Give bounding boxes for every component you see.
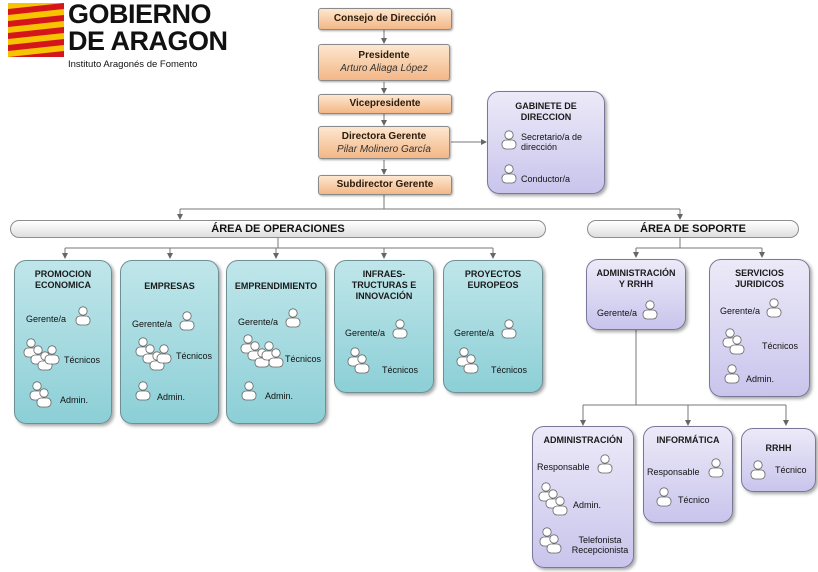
role-telefonista: Telefonista Recepcionista — [571, 535, 629, 555]
role-admin: Admin. — [60, 395, 89, 405]
person-icon — [501, 130, 517, 150]
person-icon — [642, 300, 658, 320]
role-gerente: Gerente/a — [720, 306, 761, 316]
person-group-icon — [354, 354, 370, 374]
person-icon — [241, 381, 257, 401]
person-group-icon — [44, 345, 60, 365]
logo-line-2: DE ARAGON — [68, 26, 228, 56]
person-icon — [135, 381, 151, 401]
person-group-icon — [546, 534, 562, 554]
person-group-icon — [463, 354, 479, 374]
role-admin: Admin. — [746, 374, 775, 384]
person-icon — [75, 306, 91, 326]
presidente-label: Presidente — [358, 50, 410, 61]
person-icon — [766, 298, 782, 318]
directora-name: Pilar Molinero García — [337, 144, 431, 155]
area-soporte-label: ÁREA DE SOPORTE — [640, 223, 746, 235]
dept-title: ADMINISTRACIÓN Y RRHH — [596, 268, 676, 289]
person-icon — [708, 458, 724, 478]
person-icon — [597, 454, 613, 474]
role-tecnicos: Técnicos — [382, 365, 419, 375]
role-admin: Admin. — [265, 391, 294, 401]
dept-title: ADMINISTRACIÓN — [543, 435, 623, 445]
gabinete-role-secretario: Secretario/a de dirección — [521, 132, 583, 152]
aragon-flag-icon — [8, 3, 64, 57]
role-tecnicos: Técnicos — [176, 351, 213, 361]
role-gerente: Gerente/a — [132, 319, 173, 329]
dept-title: RRHH — [765, 443, 792, 453]
dept-title: PROMOCION ECONOMICA — [34, 269, 92, 290]
dept-empresas: EMPRESAS Gerente/a Técnicos Admin. — [120, 260, 219, 424]
role-tecnicos: Técnicos — [491, 365, 528, 375]
person-group-icon — [552, 496, 568, 516]
role-gerente: Gerente/a — [597, 308, 638, 318]
person-icon — [501, 319, 517, 339]
logo-subtitle: Instituto Aragonés de Fomento — [68, 59, 198, 70]
dept-title: INFRAES-TRUCTURAS E INNOVACIÓN — [351, 269, 417, 301]
dept-infraestructuras-innovacion: INFRAES-TRUCTURAS E INNOVACIÓN Gerente/a… — [334, 260, 434, 393]
directora-box: Directora Gerente Pilar Molinero García — [318, 126, 450, 159]
gabinete-title: GABINETE DE DIRECCION — [515, 101, 577, 122]
logo-line-1: GOBIERNO — [68, 0, 212, 29]
presidente-box: Presidente Arturo Aliaga López — [318, 44, 450, 81]
gabinete-role-conductor: Conductor/a — [521, 174, 571, 184]
role-responsable: Responsable — [647, 467, 700, 477]
dept-title: EMPRESAS — [144, 281, 195, 291]
person-group-icon — [156, 344, 172, 364]
role-gerente: Gerente/a — [345, 328, 386, 338]
person-icon — [656, 487, 672, 507]
person-icon — [501, 164, 517, 184]
consejo-label: Consejo de Dirección — [333, 13, 437, 24]
dept-administracion-rrhh: ADMINISTRACIÓN Y RRHH Gerente/a — [586, 259, 686, 330]
person-group-icon — [268, 348, 284, 368]
presidente-name: Arturo Aliaga López — [340, 63, 428, 74]
dept-title: PROYECTOS EUROPEOS — [464, 269, 522, 290]
area-operaciones-bar: ÁREA DE OPERACIONES — [10, 220, 546, 238]
role-tecnico: Técnico — [678, 495, 710, 505]
dept-title: INFORMÁTICA — [656, 435, 720, 445]
person-icon — [750, 460, 766, 480]
area-operaciones-label: ÁREA DE OPERACIONES — [211, 223, 345, 235]
gobierno-aragon-logo: GOBIERNO DE ARAGON Instituto Aragonés de… — [8, 0, 248, 75]
dept-title: EMPRENDIMIENTO — [234, 281, 318, 291]
role-tecnicos: Técnicos — [762, 341, 799, 351]
vicepresidente-label: Vicepresidente — [349, 98, 421, 109]
person-icon — [285, 308, 301, 328]
person-icon — [724, 364, 740, 384]
person-icon — [179, 311, 195, 331]
dept-promocion-economica: PROMOCION ECONOMICA Gerente/a Técnicos A… — [14, 260, 112, 424]
person-group-icon — [729, 335, 745, 355]
dept-servicios-juridicos: SERVICIOS JURIDICOS Gerente/a Técnicos A… — [709, 259, 810, 397]
role-gerente: Gerente/a — [238, 317, 279, 327]
consejo-box: Consejo de Dirección — [318, 8, 452, 30]
dept-proyectos-europeos: PROYECTOS EUROPEOS Gerente/a Técnicos — [443, 260, 543, 393]
vicepresidente-box: Vicepresidente — [318, 94, 452, 114]
role-gerente: Gerente/a — [26, 314, 67, 324]
person-icon — [392, 319, 408, 339]
role-responsable: Responsable — [537, 462, 590, 472]
role-admin: Admin. — [157, 392, 186, 402]
role-tecnico: Técnico — [775, 465, 807, 475]
dept-administracion: ADMINISTRACIÓN Responsable Admin. Telefo… — [532, 426, 634, 568]
person-group-icon — [36, 388, 52, 408]
subdirector-box: Subdirector Gerente — [318, 175, 452, 195]
role-tecnicos: Técnicos — [64, 355, 101, 365]
area-soporte-bar: ÁREA DE SOPORTE — [587, 220, 799, 238]
role-tecnicos: Técnicos — [285, 354, 322, 364]
dept-title: SERVICIOS JURIDICOS — [734, 268, 784, 289]
role-admin: Admin. — [573, 500, 602, 510]
dept-rrhh: RRHH Técnico — [741, 428, 816, 492]
subdirector-label: Subdirector Gerente — [336, 179, 434, 190]
role-gerente: Gerente/a — [454, 328, 495, 338]
gabinete-box: GABINETE DE DIRECCION Secretario/a de di… — [487, 91, 605, 194]
dept-emprendimiento: EMPRENDIMIENTO Gerente/a Técnicos Admin. — [226, 260, 326, 424]
directora-label: Directora Gerente — [341, 131, 427, 142]
dept-informatica: INFORMÁTICA Responsable Técnico — [643, 426, 733, 523]
